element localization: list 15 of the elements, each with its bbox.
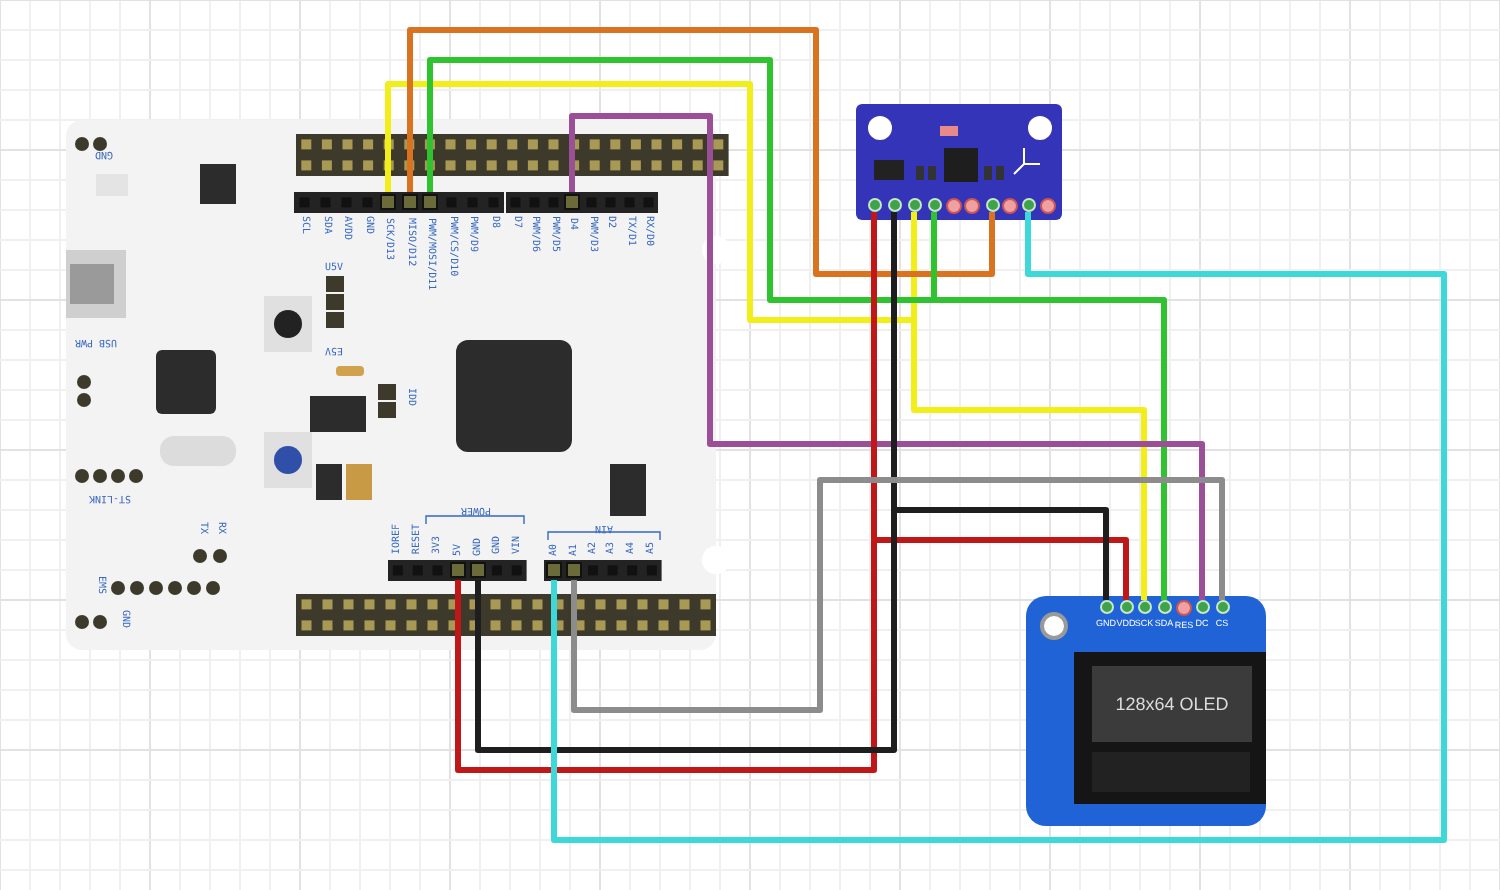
- sensor-module: [856, 104, 1062, 220]
- pin-hole: [985, 198, 999, 212]
- pin-hole: [887, 198, 901, 212]
- wire: [569, 113, 1205, 600]
- pin-hole: [907, 198, 921, 212]
- wire: [427, 57, 937, 303]
- pin-hole: [1021, 198, 1035, 212]
- wire: [385, 81, 917, 323]
- display-text: 128x64 OLED: [1092, 666, 1252, 742]
- wire: [551, 212, 1447, 843]
- pin-hole: [927, 198, 941, 212]
- pin-hole: [867, 198, 881, 212]
- display-module: [1026, 596, 1266, 826]
- wire: [571, 477, 1225, 713]
- wire: [407, 27, 995, 277]
